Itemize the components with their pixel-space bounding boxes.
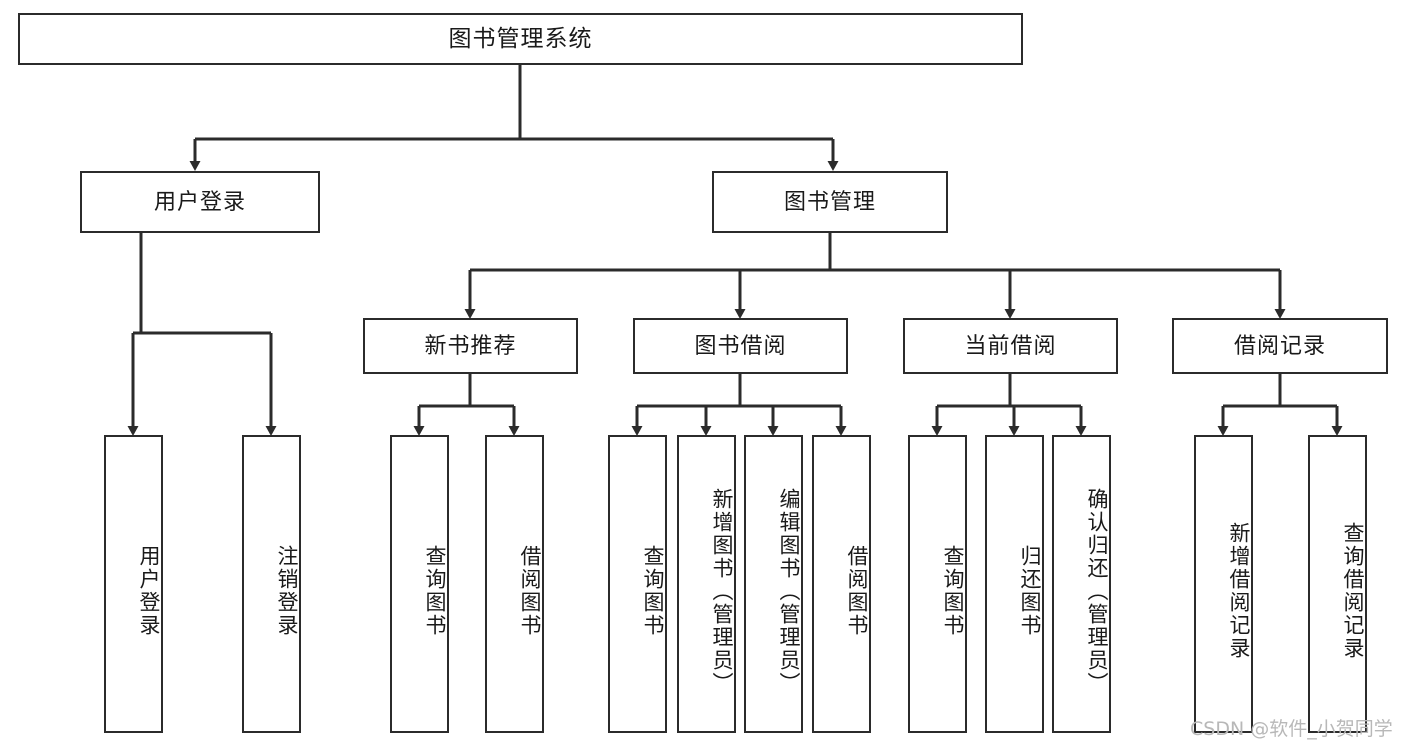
node-label: 归还图书 — [1018, 545, 1041, 637]
leaf-current-borrow-confirm-return-admin[interactable]: 确认归还（管理员） — [1052, 435, 1111, 733]
node-label: 用户登录 — [153, 188, 246, 214]
watermark: CSDN @软件_小贺同学 — [1190, 718, 1393, 740]
leaf-new-book-borrow-book[interactable]: 借阅图书 — [485, 435, 544, 733]
node-label: 借阅图书 — [845, 545, 868, 637]
leaf-user-login-logout[interactable]: 注销登录 — [242, 435, 301, 733]
node-label: 新书推荐 — [424, 332, 517, 358]
node-label: 新增图书（管理员） — [710, 487, 733, 695]
leaf-book-borrow-edit-book-admin[interactable]: 编辑图书（管理员） — [744, 435, 803, 733]
node-label: 图书管理 — [783, 188, 876, 214]
leaf-new-book-query-book[interactable]: 查询图书 — [390, 435, 449, 733]
leaf-current-borrow-return-book[interactable]: 归还图书 — [985, 435, 1044, 733]
node-label: 编辑图书（管理员） — [777, 487, 800, 695]
node-label: 确认归还（管理员） — [1085, 487, 1108, 695]
node-label: 注销登录 — [275, 545, 298, 637]
node-label: 借阅图书 — [518, 545, 541, 637]
node-label: 图书借阅 — [694, 332, 787, 358]
node-label: 用户登录 — [137, 545, 160, 637]
node-book-borrow[interactable]: 图书借阅 — [633, 318, 848, 374]
node-new-book-recommend[interactable]: 新书推荐 — [363, 318, 578, 374]
leaf-book-borrow-add-book-admin[interactable]: 新增图书（管理员） — [677, 435, 736, 733]
node-user-login[interactable]: 用户登录 — [80, 171, 320, 233]
leaf-book-borrow-borrow-book[interactable]: 借阅图书 — [812, 435, 871, 733]
node-current-borrow[interactable]: 当前借阅 — [903, 318, 1118, 374]
node-root-book-management-system[interactable]: 图书管理系统 — [18, 13, 1023, 65]
node-label: 查询图书 — [641, 545, 664, 637]
node-label: 借阅记录 — [1233, 332, 1326, 358]
node-book-management[interactable]: 图书管理 — [712, 171, 948, 233]
leaf-user-login-login[interactable]: 用户登录 — [104, 435, 163, 733]
leaf-current-borrow-query-book[interactable]: 查询图书 — [908, 435, 967, 733]
leaf-book-borrow-query-book[interactable]: 查询图书 — [608, 435, 667, 733]
node-label: 新增借阅记录 — [1227, 522, 1250, 660]
node-borrow-record[interactable]: 借阅记录 — [1172, 318, 1388, 374]
node-label: 查询图书 — [941, 545, 964, 637]
leaf-borrow-record-query-record[interactable]: 查询借阅记录 — [1308, 435, 1367, 733]
node-label: 图书管理系统 — [448, 25, 593, 52]
node-label: 当前借阅 — [964, 332, 1057, 358]
node-label: 查询图书 — [423, 545, 446, 637]
node-label: 查询借阅记录 — [1341, 522, 1364, 660]
leaf-borrow-record-add-record[interactable]: 新增借阅记录 — [1194, 435, 1253, 733]
